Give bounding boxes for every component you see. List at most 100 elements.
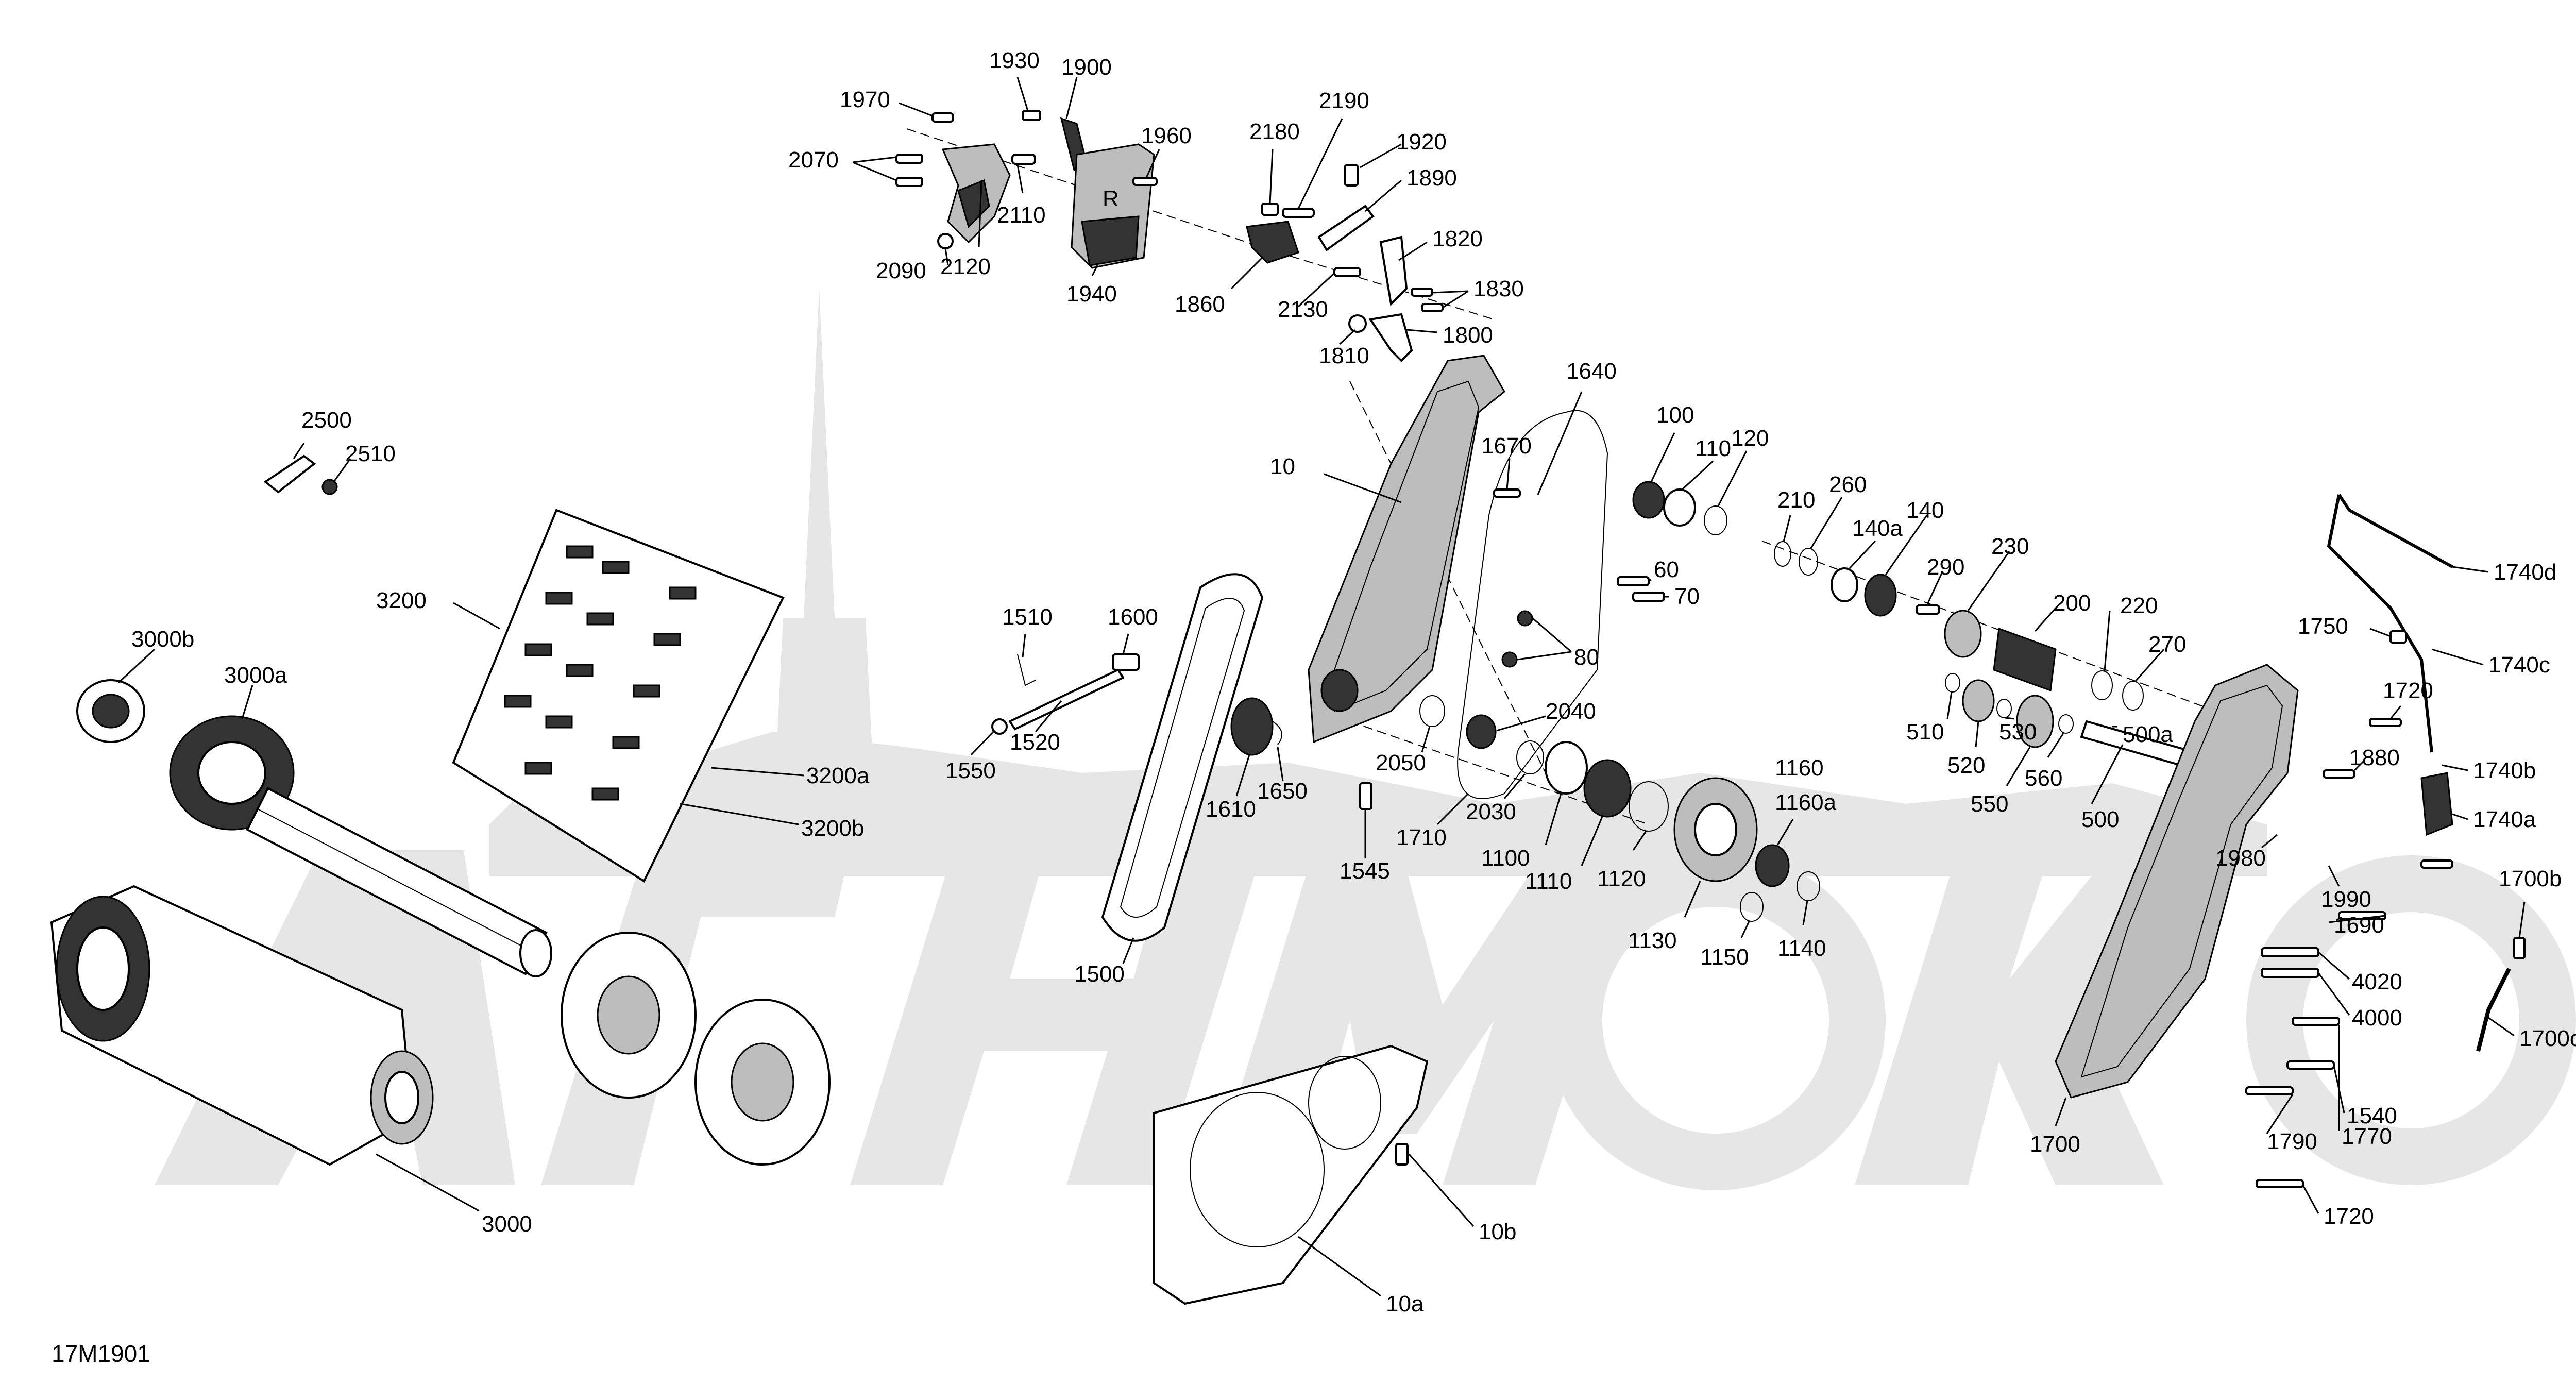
leader: [2091, 744, 2124, 804]
part-1600: [1112, 653, 1140, 671]
part-bearing-110: [1663, 488, 1696, 527]
leader: [1269, 149, 1274, 204]
callout-1640: 1640: [1566, 359, 1617, 384]
callout-2050: 2050: [1376, 750, 1426, 775]
part-screw-1960: [1132, 177, 1158, 186]
callout-1650: 1650: [1257, 779, 1308, 804]
callout-80: 80: [1574, 645, 1599, 670]
callout-1720-top: 1720: [2383, 678, 2433, 703]
leader: [710, 767, 804, 777]
leader: [1297, 118, 1343, 209]
part-lever-1800: [1368, 313, 1413, 362]
leader: [1235, 754, 1250, 797]
leader: [1065, 77, 1078, 119]
part-bolt-60: [1617, 576, 1650, 586]
callout-2110: 2110: [997, 203, 1046, 228]
part-bolt-70: [1632, 592, 1665, 602]
outer-cover-edge: [2080, 684, 2283, 1078]
leader: [1740, 921, 1750, 938]
cleat: [566, 664, 594, 677]
callout-120: 120: [1731, 426, 1769, 451]
callout-1990: 1990: [2321, 887, 2371, 912]
callout-2190: 2190: [1319, 88, 1369, 113]
leader: [1545, 793, 1562, 846]
leader: [2047, 733, 2064, 758]
cleat: [524, 643, 552, 656]
shift-linkage-assembly: [1246, 164, 1444, 362]
callout-2120: 2120: [940, 254, 991, 279]
part-nut-80a: [1517, 610, 1533, 627]
shaft-end: [519, 929, 552, 977]
axis-right: [1761, 541, 2216, 712]
hub-end-right-bore: [384, 1071, 419, 1124]
cover-plate-opening: [1190, 1092, 1325, 1247]
callout-1800: 1800: [1443, 323, 1493, 348]
callout-3000b: 3000b: [131, 627, 194, 652]
sprocket-1: [561, 932, 697, 1099]
part-hose-1700c: [2476, 968, 2511, 1052]
callout-500: 500: [2081, 807, 2119, 832]
callout-2040: 2040: [1546, 699, 1596, 724]
part-10b: [1395, 1143, 1409, 1166]
callout-1790: 1790: [2267, 1129, 2317, 1154]
callout-140: 140: [1906, 498, 1944, 523]
part-bolt-1990: [2420, 859, 2453, 869]
callout-110: 110: [1695, 436, 1731, 461]
leader: [1632, 831, 1647, 851]
sprocket-2: [694, 999, 831, 1166]
leader: [2328, 865, 2340, 887]
track-drive-assembly: [50, 454, 831, 1166]
callout-100: 100: [1656, 402, 1694, 428]
leader: [333, 458, 351, 482]
callout-1500: 1500: [1074, 962, 1125, 987]
leader: [1324, 473, 1402, 503]
callout-2510: 2510: [345, 441, 396, 466]
leader: [1297, 272, 1335, 308]
part-flange-3000a-hole: [197, 741, 266, 805]
part-ring-530: [1996, 699, 2012, 718]
leader: [1849, 540, 1876, 569]
part-ring-1140: [1797, 871, 1820, 901]
leader: [1967, 551, 2010, 611]
leader: [1885, 515, 1928, 575]
part-ring-220: [2091, 670, 2113, 700]
part-clip-1650: [1272, 721, 1282, 745]
callout-1940: 1940: [1066, 281, 1117, 307]
leader: [1365, 179, 1402, 212]
part-ring-120: [1704, 505, 1727, 535]
cleat: [545, 592, 573, 605]
leader: [2452, 813, 2468, 820]
leader: [970, 730, 995, 756]
callout-2130: 2130: [1278, 297, 1328, 322]
leader: [293, 443, 305, 459]
part-bearing-1110: [1583, 759, 1632, 818]
callout-1700c: 1700c: [2519, 1026, 2576, 1051]
part-2090: [937, 233, 954, 249]
chain-inner: [1120, 598, 1245, 918]
callout-1160: 1160: [1775, 755, 1824, 781]
leader: [1926, 571, 1943, 606]
callout-3000a: 3000a: [224, 663, 287, 688]
part-bolt-2070a: [895, 154, 923, 164]
part-ring-1150: [1740, 892, 1764, 922]
cleat: [591, 787, 619, 801]
reverse-gear-assembly: [1761, 541, 2216, 769]
leader: [1650, 432, 1675, 482]
part-shaft-200: [1993, 627, 2057, 692]
cleat: [586, 612, 614, 626]
callout-510: 510: [1906, 719, 1944, 745]
part-290: [1916, 604, 1940, 615]
part-gear-140: [1864, 574, 1897, 617]
leader: [1946, 691, 1953, 719]
figure-code: 17M1901: [52, 1340, 150, 1367]
part-clip-1810: [1348, 314, 1367, 333]
part-ring-510: [1945, 673, 1960, 693]
callout-1740d: 1740d: [2494, 560, 2556, 585]
leader-lines: [117, 77, 2526, 1297]
leader: [1421, 726, 1431, 753]
sprocket-2-hub: [731, 1042, 794, 1122]
leader: [1496, 715, 1546, 732]
callout-1710: 1710: [1396, 825, 1447, 850]
watermark-wheel-hole: [1602, 907, 1829, 1134]
